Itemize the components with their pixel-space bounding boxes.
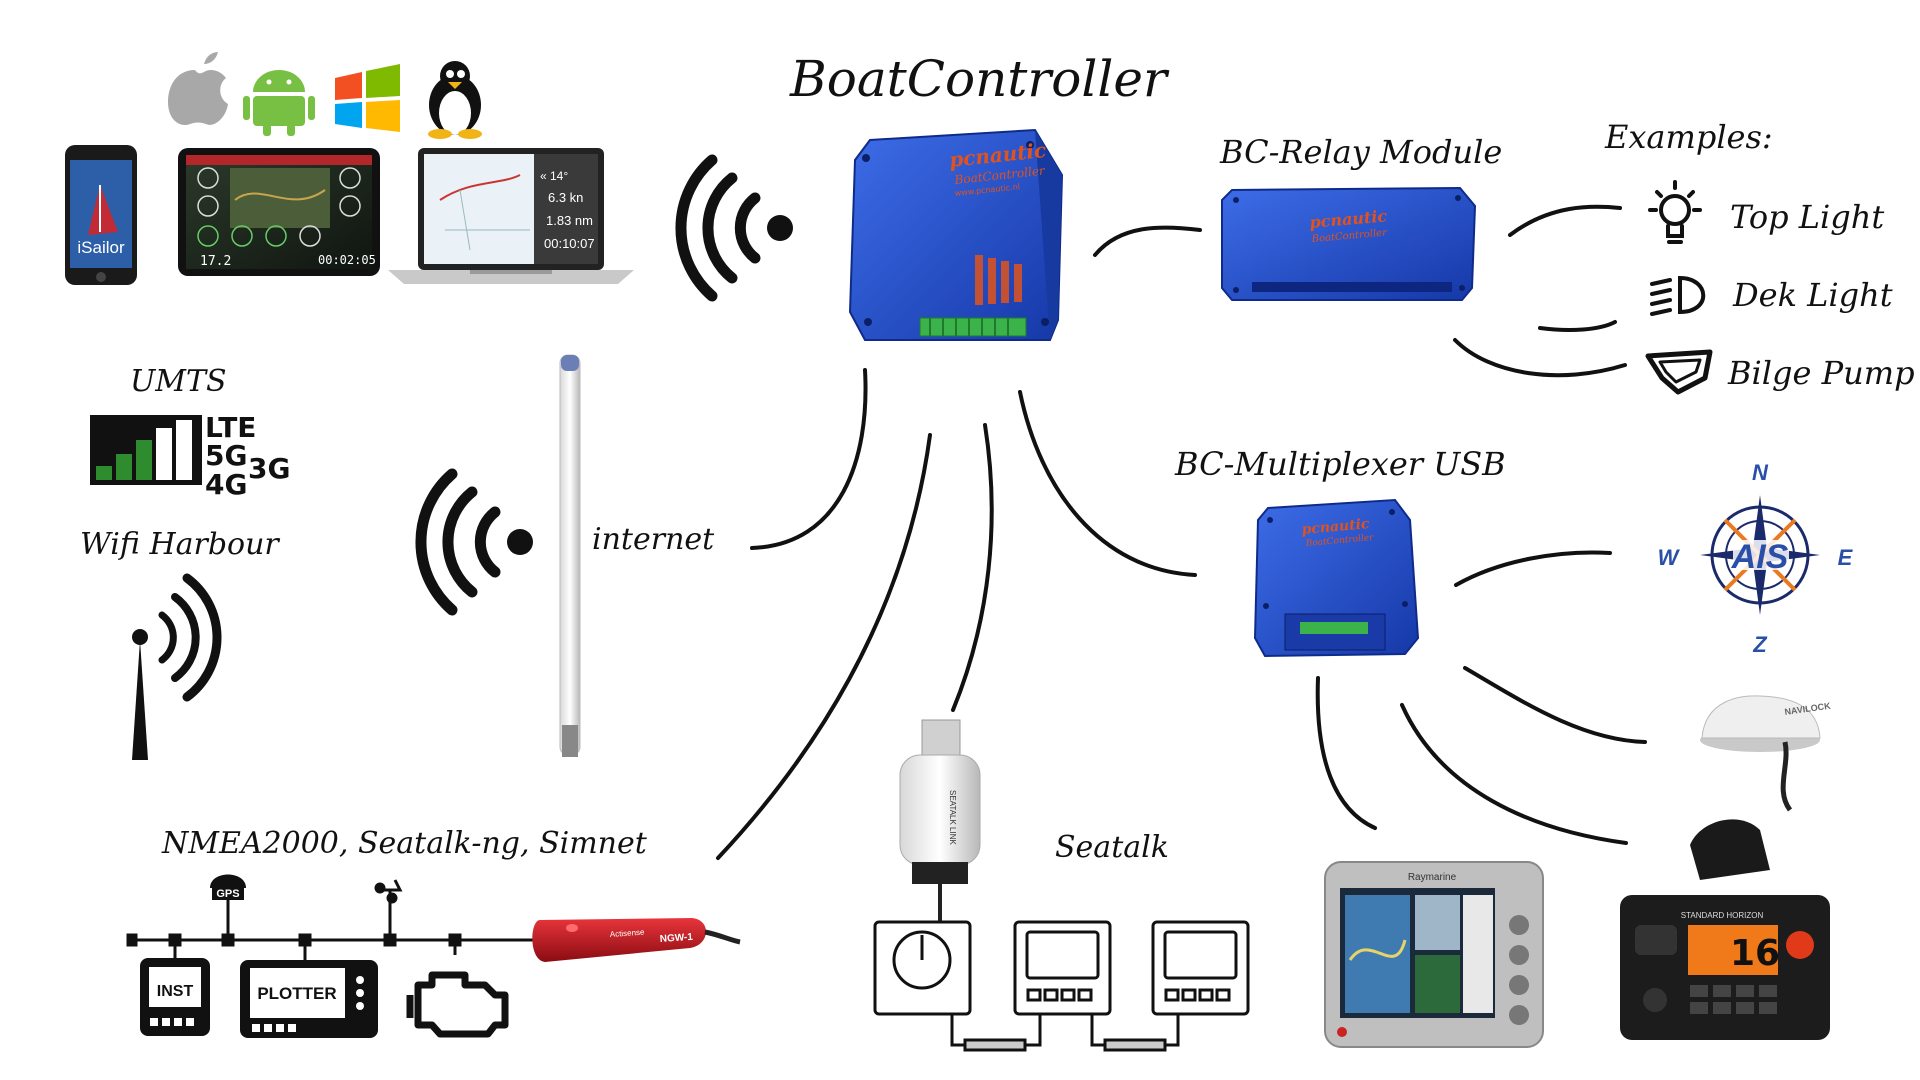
page-title: BoatController <box>790 50 1167 108</box>
examples-label: Examples: <box>1605 118 1773 156</box>
gateway-brand: Actisense <box>610 928 646 939</box>
engine-icon <box>406 971 509 1038</box>
signal-bars-icon <box>90 415 202 485</box>
multiplexer-box <box>1253 498 1420 658</box>
mux-brand: pcnautic <box>1301 516 1371 538</box>
android-icon <box>243 70 315 136</box>
seatalk-converter-device <box>899 719 981 925</box>
multiplexer-label: BC-Multiplexer USB <box>1175 445 1506 483</box>
tablet-speed: 17.2 <box>200 254 231 269</box>
relay-example-top-light: Top Light <box>1730 198 1885 236</box>
windows-icon <box>335 64 400 132</box>
phone-app-name: iSailor <box>77 238 125 257</box>
lte-label: LTE <box>205 411 256 444</box>
line-relay-to-toplight <box>1508 204 1622 237</box>
wind-vane-icon <box>374 879 403 920</box>
internet-wifi-icon <box>415 468 533 616</box>
wifi-harbour-label: Wifi Harbour <box>80 527 279 562</box>
line-relay-to-pump <box>1453 338 1627 378</box>
umts-label: UMTS <box>130 364 227 399</box>
plotter-brand: Raymarine <box>1408 872 1457 883</box>
line-mux-to-vhf <box>1400 703 1628 845</box>
wifi-signal-icon <box>675 154 793 302</box>
line-mux-to-ais <box>1454 550 1612 587</box>
ais-center-label: AIS <box>1731 538 1789 576</box>
laptop-speed: 6.3 kn <box>548 190 583 205</box>
connection-lines <box>716 204 1647 860</box>
vhf-radio-device <box>1620 819 1830 1040</box>
wifi-tower-icon <box>132 573 222 760</box>
linux-icon <box>428 61 482 139</box>
nmea-gateway-device <box>532 918 741 962</box>
nmea-plotter-label: PLOTTER <box>257 984 336 1003</box>
pump-icon <box>1645 349 1713 395</box>
ais-north: N <box>1752 460 1769 485</box>
ais-compass-icon <box>1700 495 1820 615</box>
relay-example-bilge-pump: Bilge Pump <box>1728 354 1915 392</box>
relay-module-label: BC-Relay Module <box>1220 133 1503 171</box>
relay-example-dek-light: Dek Light <box>1733 276 1893 314</box>
5g-label: 5G <box>205 439 247 472</box>
nmea-bus-label: NMEA2000, Seatalk-ng, Simnet <box>162 826 647 861</box>
3g-label: 3G <box>248 452 290 485</box>
gps-antenna-icon <box>210 874 246 900</box>
instrument-display-icon <box>140 958 210 1036</box>
phone-device <box>65 145 137 285</box>
gps-receiver-icon <box>1700 695 1821 812</box>
line-box-to-internet <box>750 368 868 550</box>
nmea-inst-label: INST <box>157 983 194 1000</box>
vhf-channel: 16 <box>1730 933 1780 974</box>
plotter-display-icon <box>240 960 378 1038</box>
tablet-device <box>178 148 380 276</box>
line-box-to-seatalk <box>951 423 994 712</box>
chartplotter-device <box>1324 861 1544 1048</box>
line-box-to-nmea <box>716 433 932 860</box>
laptop-time: 00:10:07 <box>544 236 595 251</box>
laptop-device <box>388 148 634 284</box>
seatalk-label: Seatalk <box>1055 830 1169 865</box>
nmea-gps-label: GPS <box>216 888 239 900</box>
line-box-to-mux <box>1018 390 1197 577</box>
seatalk-converter-label: SEATALK LINK <box>948 790 957 846</box>
seatalk-instruments <box>873 920 1250 1052</box>
ais-east: E <box>1838 545 1854 570</box>
boatcontroller-box <box>848 128 1064 341</box>
line-mux-to-gps <box>1463 666 1647 744</box>
laptop-distance: 1.83 nm <box>546 213 593 228</box>
line-relay-to-deklight <box>1538 320 1617 332</box>
4g-label: 4G <box>205 468 247 501</box>
gateway-model: NGW-1 <box>659 932 693 945</box>
ais-south: Z <box>1752 632 1768 657</box>
nmea-backbone <box>126 900 545 960</box>
antenna-icon <box>559 354 581 757</box>
internet-label: internet <box>592 522 715 557</box>
apple-icon <box>168 52 228 126</box>
tablet-time: 00:02:05 <box>318 253 376 267</box>
line-box-to-relay <box>1093 225 1202 257</box>
bulb-icon <box>1648 180 1702 244</box>
relay-module-box <box>1221 186 1477 301</box>
laptop-heading: « 14° <box>540 169 568 183</box>
ais-west: W <box>1658 545 1681 570</box>
headlight-icon <box>1650 275 1706 316</box>
line-mux-to-plotter <box>1315 676 1377 830</box>
vhf-brand: STANDARD HORIZON <box>1681 911 1764 920</box>
